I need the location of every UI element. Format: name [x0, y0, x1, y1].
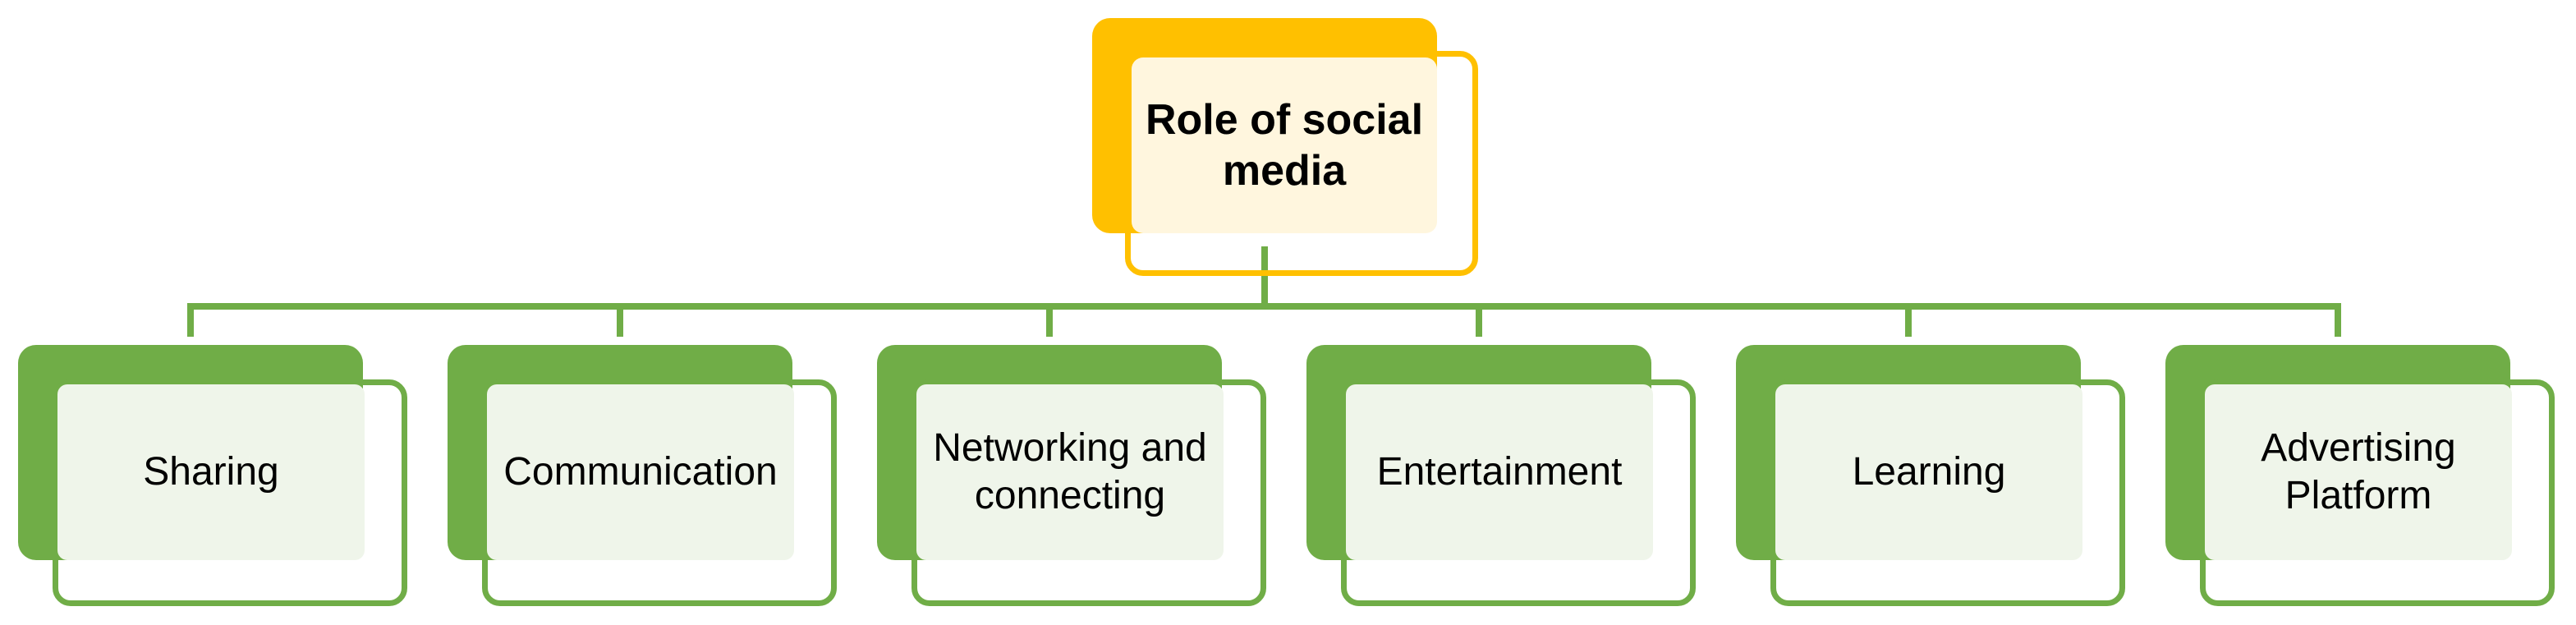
child-node-label: Sharing	[143, 450, 279, 494]
child-node-frame	[2200, 379, 2555, 606]
child-node-fill	[487, 384, 794, 560]
child-node-frame	[911, 379, 1266, 606]
child-node-frame	[53, 379, 407, 606]
child-node-fill	[57, 384, 365, 560]
child-node-frame	[482, 379, 837, 606]
child-node-fill	[1346, 384, 1653, 560]
child-node-fill	[916, 384, 1224, 560]
child-node-fill	[1775, 384, 2082, 560]
child-node-label: Advertising Platform	[2261, 426, 2456, 517]
child-node-label: Entertainment	[1376, 450, 1623, 494]
child-node-label: Learning	[1852, 450, 2006, 494]
root-node-fill	[1132, 57, 1437, 233]
child-node-frame	[1770, 379, 2125, 606]
child-node-frame	[1341, 379, 1696, 606]
root-node-label: Role of social media	[1145, 95, 1424, 195]
child-node-label: Networking and connecting	[933, 426, 1207, 517]
child-node-fill	[2205, 384, 2512, 560]
root-node-frame	[1125, 51, 1478, 276]
child-node-label: Communication	[503, 450, 778, 494]
